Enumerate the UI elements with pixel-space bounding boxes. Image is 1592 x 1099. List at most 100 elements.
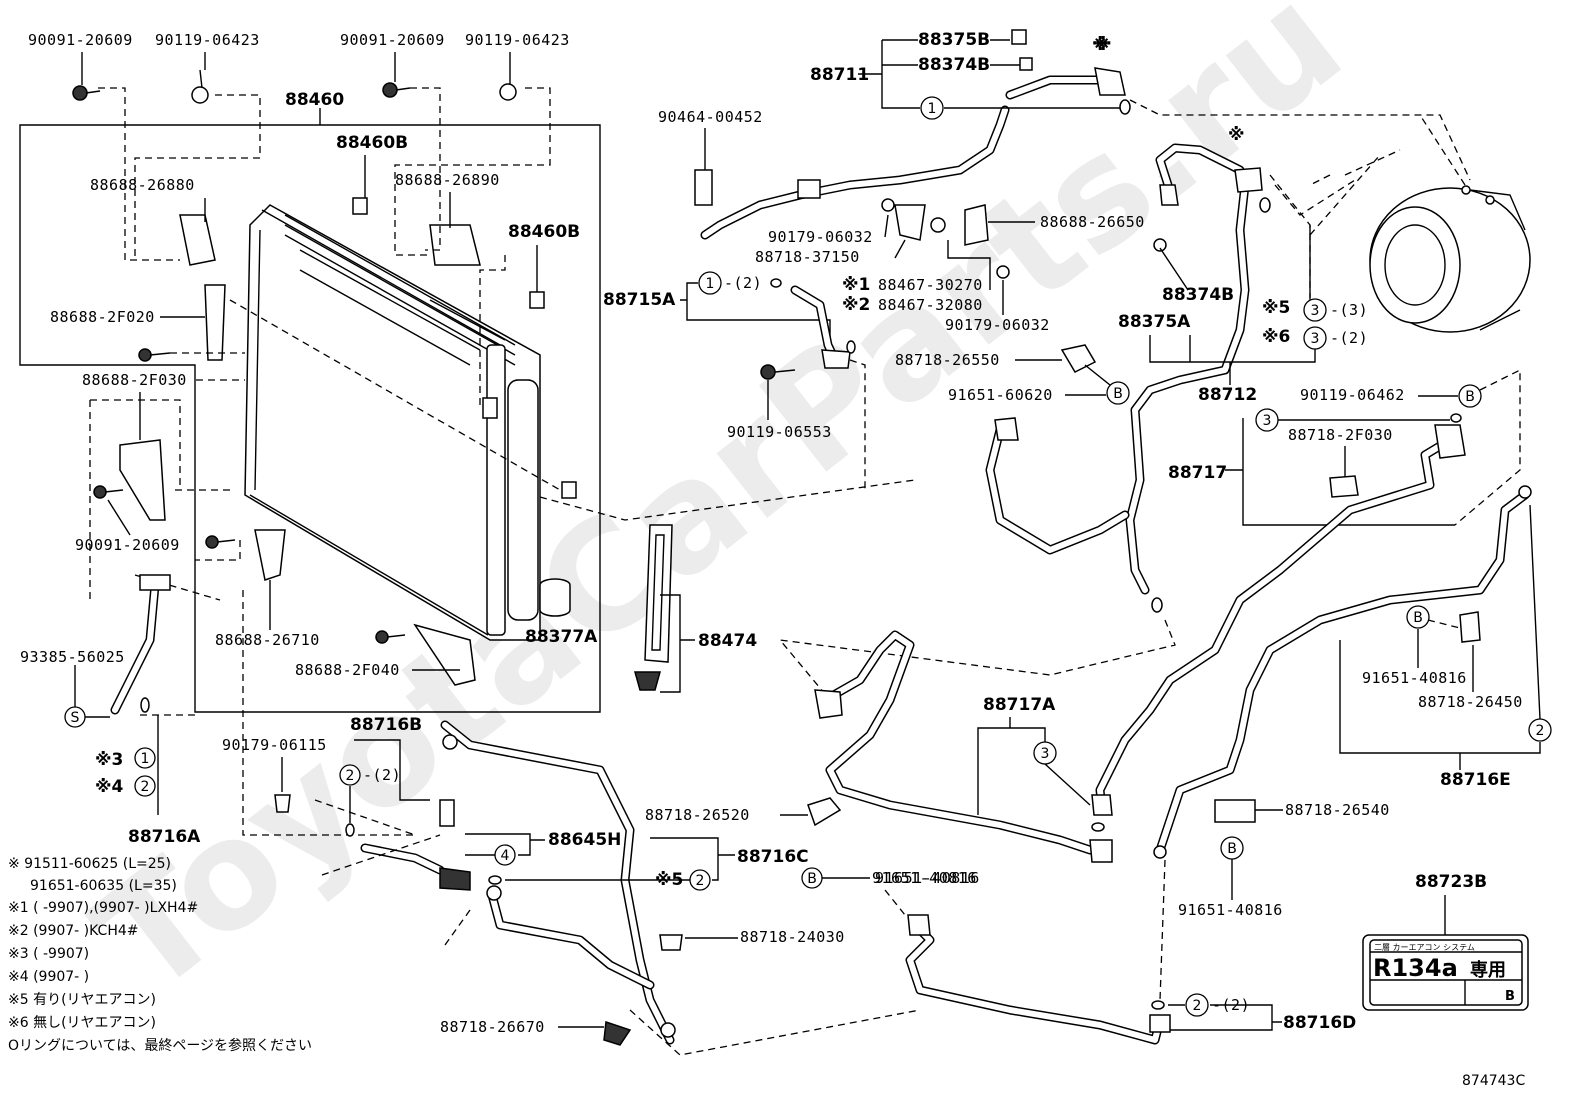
circle-B-a: B [807, 871, 817, 887]
part-90091-20609-a: 90091-20609 [28, 31, 133, 49]
part-88377A: 88377A [525, 627, 598, 647]
circle-B-d: B [1413, 610, 1423, 626]
part-88712: 88712 [1198, 385, 1257, 405]
qty-6-3: -(2) [1330, 329, 1368, 347]
part-90119-06462: 90119-06462 [1300, 386, 1405, 404]
seal-icon [634, 524, 673, 691]
part-88716B: 88716B [350, 715, 422, 735]
note-mark-kome-c: ※ [1228, 125, 1245, 145]
circle-2c: 2 [696, 873, 705, 889]
part-90179-06115: 90179-06115 [222, 736, 327, 754]
part-88718-2F030: 88718-2F030 [1288, 426, 1393, 444]
part-88688-2F040: 88688-2F040 [295, 661, 400, 679]
part-88716E: 88716E [1440, 770, 1511, 790]
hose-88712 [985, 143, 1271, 613]
circle-2d: 2 [1536, 723, 1545, 739]
circle-3d: 3 [1041, 746, 1050, 762]
part-88467-30270: 88467-30270 [878, 276, 983, 294]
part-90091-20609-b: 90091-20609 [340, 31, 445, 49]
part-90119-06423-b: 90119-06423 [465, 31, 570, 49]
part-88460: 88460 [285, 90, 344, 110]
part-88718-26540: 88718-26540 [1285, 801, 1390, 819]
part-88688-26880: 88688-26880 [90, 176, 195, 194]
footnote-5: ※3 ( -9907) [8, 946, 89, 962]
part-90464-00452: 90464-00452 [658, 108, 763, 126]
bracket-icon [119, 197, 577, 686]
part-88460B-b: 88460B [508, 222, 580, 242]
pipe-88717A [814, 630, 1113, 863]
part-88711: 88711 [810, 65, 869, 85]
part-90179-06032-b: 90179-06032 [945, 316, 1050, 334]
circle-1b: 1 [928, 101, 937, 117]
part-88645H: 88645H [548, 830, 621, 850]
diagram-id: 874743C [1462, 1073, 1525, 1089]
part-90119-06423-a: 90119-06423 [155, 31, 260, 49]
part-88718-26520: 88718-26520 [645, 806, 750, 824]
part-88467-32080: 88467-32080 [878, 296, 983, 314]
pipe-88716D [905, 914, 1171, 1045]
part-91651-40816-b: 91651-40816 [1362, 669, 1467, 687]
part-88717A: 88717A [983, 695, 1056, 715]
footnote-9: Oリングについては、最終ページを参照ください [8, 1037, 312, 1054]
note-mark-kome-a: ※ [1095, 35, 1112, 55]
part-90179-06032-a: 90179-06032 [768, 228, 873, 246]
part-93385-56025: 93385-56025 [20, 648, 125, 666]
clamp-icon [110, 574, 171, 715]
part-88374B-b: 88374B [1162, 285, 1234, 305]
footnote-2: 91651-60635 (L=35) [30, 878, 177, 894]
footnote-1: ※ 91511-60625 (L=25) [8, 856, 171, 872]
hose-88711 [694, 29, 1131, 240]
part-88375A: 88375A [1118, 312, 1191, 332]
part-88718-26550: 88718-26550 [895, 351, 1000, 369]
compressor-icon [1369, 185, 1531, 333]
part-88723B: 88723B [1415, 872, 1487, 892]
note-mark-4: ※4 [95, 777, 124, 797]
sticker-main-text: R134a [1373, 954, 1458, 982]
footnote-6: ※4 (9907- ) [8, 969, 89, 985]
sticker-top-text: 二層 カーエアコン システム [1374, 943, 1475, 952]
condenser-assembly-box [19, 124, 601, 713]
part-91651-40816-d: 91651-40816 [875, 869, 980, 887]
footnote-4: ※2 (9907- )KCH4# [8, 923, 139, 939]
part-88718-24030: 88718-24030 [740, 928, 845, 946]
part-88717: 88717 [1168, 463, 1227, 483]
qty-88716D: -(2) [1212, 996, 1250, 1014]
part-88688-26650: 88688-26650 [1040, 213, 1145, 231]
bolt-icon [72, 68, 796, 644]
note-mark-kome-b: ※ [1092, 35, 1109, 55]
part-88716A: 88716A [128, 827, 201, 847]
part-88688-26890: 88688-26890 [395, 171, 500, 189]
circle-S: S [71, 710, 80, 726]
qty-88716B: -(2) [363, 766, 401, 784]
watermark: ToyotaCarParts.ru [65, 0, 1373, 1028]
part-88718-26670: 88718-26670 [440, 1018, 545, 1036]
sticker-small-text: B [1505, 989, 1515, 1004]
part-91651-40816-c: 91651-40816 [1178, 901, 1283, 919]
circle-1: 1 [141, 751, 150, 767]
qty-5-3: -(3) [1330, 301, 1368, 319]
part-90091-20609-c: 90091-20609 [75, 536, 180, 554]
part-88688-26710: 88688-26710 [215, 631, 320, 649]
note-mark-1: ※1 [842, 275, 870, 295]
part-88718-37150: 88718-37150 [755, 248, 860, 266]
part-88374B-a: 88374B [918, 55, 990, 75]
note-mark-2: ※2 [842, 295, 870, 315]
part-90119-06553: 90119-06553 [727, 423, 832, 441]
circle-2e: 2 [1193, 998, 1202, 1014]
circle-B-c: B [1465, 389, 1475, 405]
footnote-7: ※5 有り(リヤエアコン) [8, 992, 156, 1008]
part-88716D: 88716D [1283, 1013, 1356, 1033]
part-88474: 88474 [698, 631, 757, 651]
circle-1c: 1 [706, 276, 715, 292]
part-88688-2F030: 88688-2F030 [82, 371, 187, 389]
pipe-88717 [1091, 424, 1466, 816]
circle-3a: 3 [1311, 303, 1320, 319]
pipe-88716B [274, 720, 683, 1046]
part-91651-40816-a: 91651-40816 [872, 869, 977, 887]
note-mark-3: ※3 [95, 750, 123, 770]
footnote-8: ※6 無し(リヤエアコン) [8, 1015, 156, 1031]
part-88375B: 88375B [918, 30, 990, 50]
part-88716C: 88716C [737, 847, 809, 867]
